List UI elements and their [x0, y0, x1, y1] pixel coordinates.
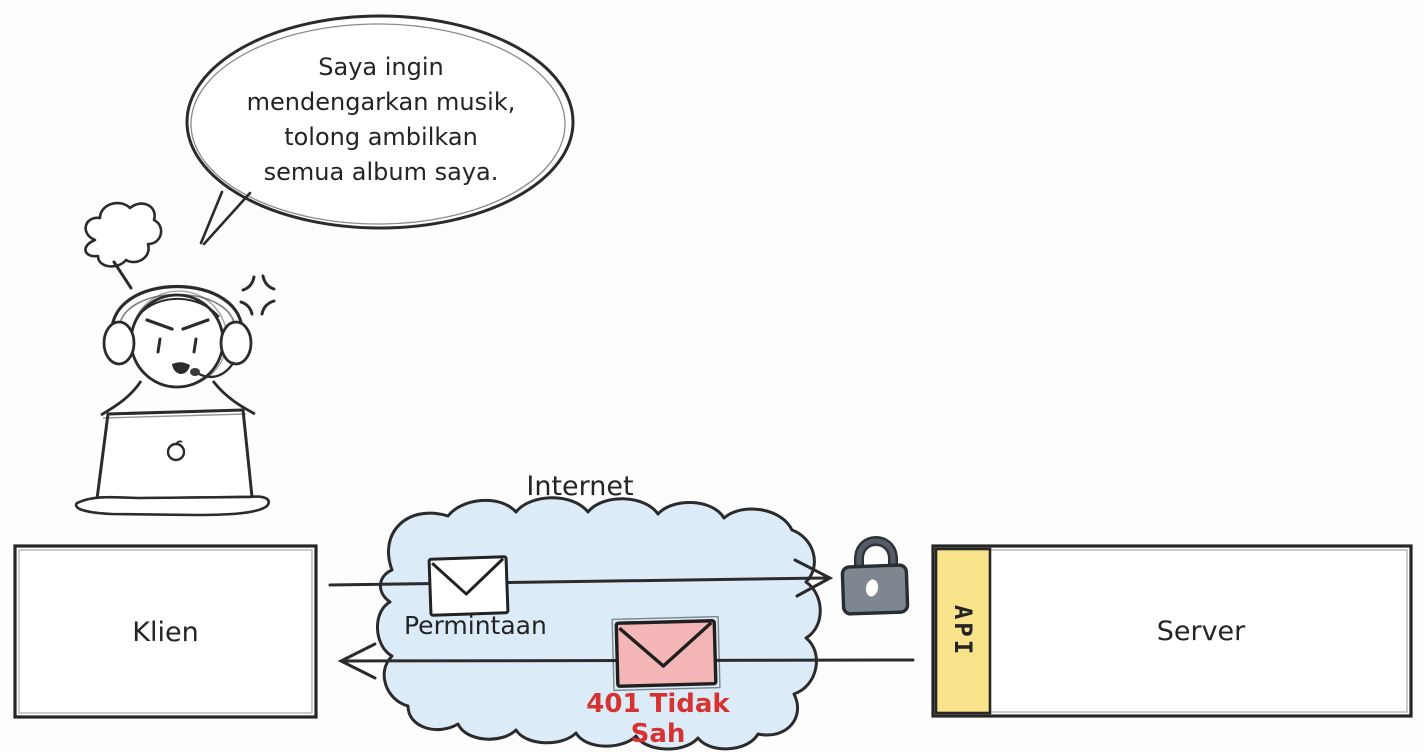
server-box-label: Server — [1156, 616, 1246, 647]
user-eyebrow-right — [181, 318, 210, 331]
angry-user-icon — [100, 285, 256, 417]
api-strip-label: API — [949, 604, 977, 658]
response-envelope-body — [614, 619, 718, 688]
api-strip — [934, 547, 992, 715]
client-box — [13, 544, 318, 719]
internet-label: Internet — [526, 471, 634, 502]
request-arrow — [328, 558, 834, 598]
server-box — [931, 544, 1413, 718]
user-eye-right — [192, 337, 198, 354]
response-envelope-flap — [618, 621, 713, 668]
headset-band-sketch-line — [118, 293, 236, 333]
anger-mark-icon — [239, 274, 276, 316]
laptop-icon — [74, 408, 270, 517]
speech-bubble — [185, 14, 575, 246]
lock-shackle — [856, 538, 896, 575]
user-shoulder-left — [100, 380, 143, 417]
response-error-label: 401 Tidak Sah — [586, 689, 730, 749]
request-label: Permintaan — [404, 611, 547, 640]
server-box-border — [931, 544, 1413, 718]
laptop-base — [74, 495, 270, 517]
speech-bubble-outline — [185, 14, 575, 230]
anger-mark-stroke — [239, 300, 254, 316]
client-box-label: Klien — [132, 617, 199, 648]
speech-bubble-tail-2 — [202, 191, 252, 246]
anger-mark-stroke — [261, 274, 276, 291]
headset-earcup-left — [102, 320, 136, 366]
laptop-logo — [166, 442, 186, 462]
steam-puff-icon — [84, 201, 163, 290]
lock-keyhole — [865, 579, 879, 597]
user-hairline — [137, 297, 220, 318]
request-arrow-head — [793, 558, 834, 598]
user-eyebrow-left — [145, 318, 174, 331]
user-shoulder-right — [211, 380, 256, 416]
client-box-border — [13, 544, 318, 719]
client-box-sketch-line — [18, 549, 313, 714]
headset-earcup-right — [219, 320, 253, 366]
speech-bubble-text: Saya ingin mendengarkan musik, tolong am… — [246, 53, 516, 186]
headset-mic-boom — [196, 361, 235, 379]
response-envelope-sketch-line — [611, 615, 721, 692]
steam-puff-tail — [112, 260, 133, 290]
laptop-lid-sketch-line — [102, 413, 247, 419]
user-eye-left — [156, 337, 162, 354]
response-arrow-head — [337, 642, 377, 680]
headset-band — [110, 285, 244, 337]
request-envelope-flap — [431, 557, 505, 596]
anger-mark-stroke — [241, 275, 256, 292]
speech-bubble-sketch-line — [190, 23, 566, 225]
anger-mark-stroke — [260, 299, 276, 316]
steam-puff-shape — [84, 201, 163, 268]
speech-bubble-tail — [199, 190, 224, 245]
request-envelope-icon — [427, 555, 510, 617]
api-strip-rect — [934, 547, 992, 715]
request-arrow-line — [328, 576, 828, 587]
response-envelope-icon — [611, 615, 721, 692]
laptop-logo-leaf — [175, 440, 183, 445]
headset-mic — [190, 368, 200, 376]
user-mouth — [172, 362, 190, 374]
lock-icon — [840, 536, 910, 616]
